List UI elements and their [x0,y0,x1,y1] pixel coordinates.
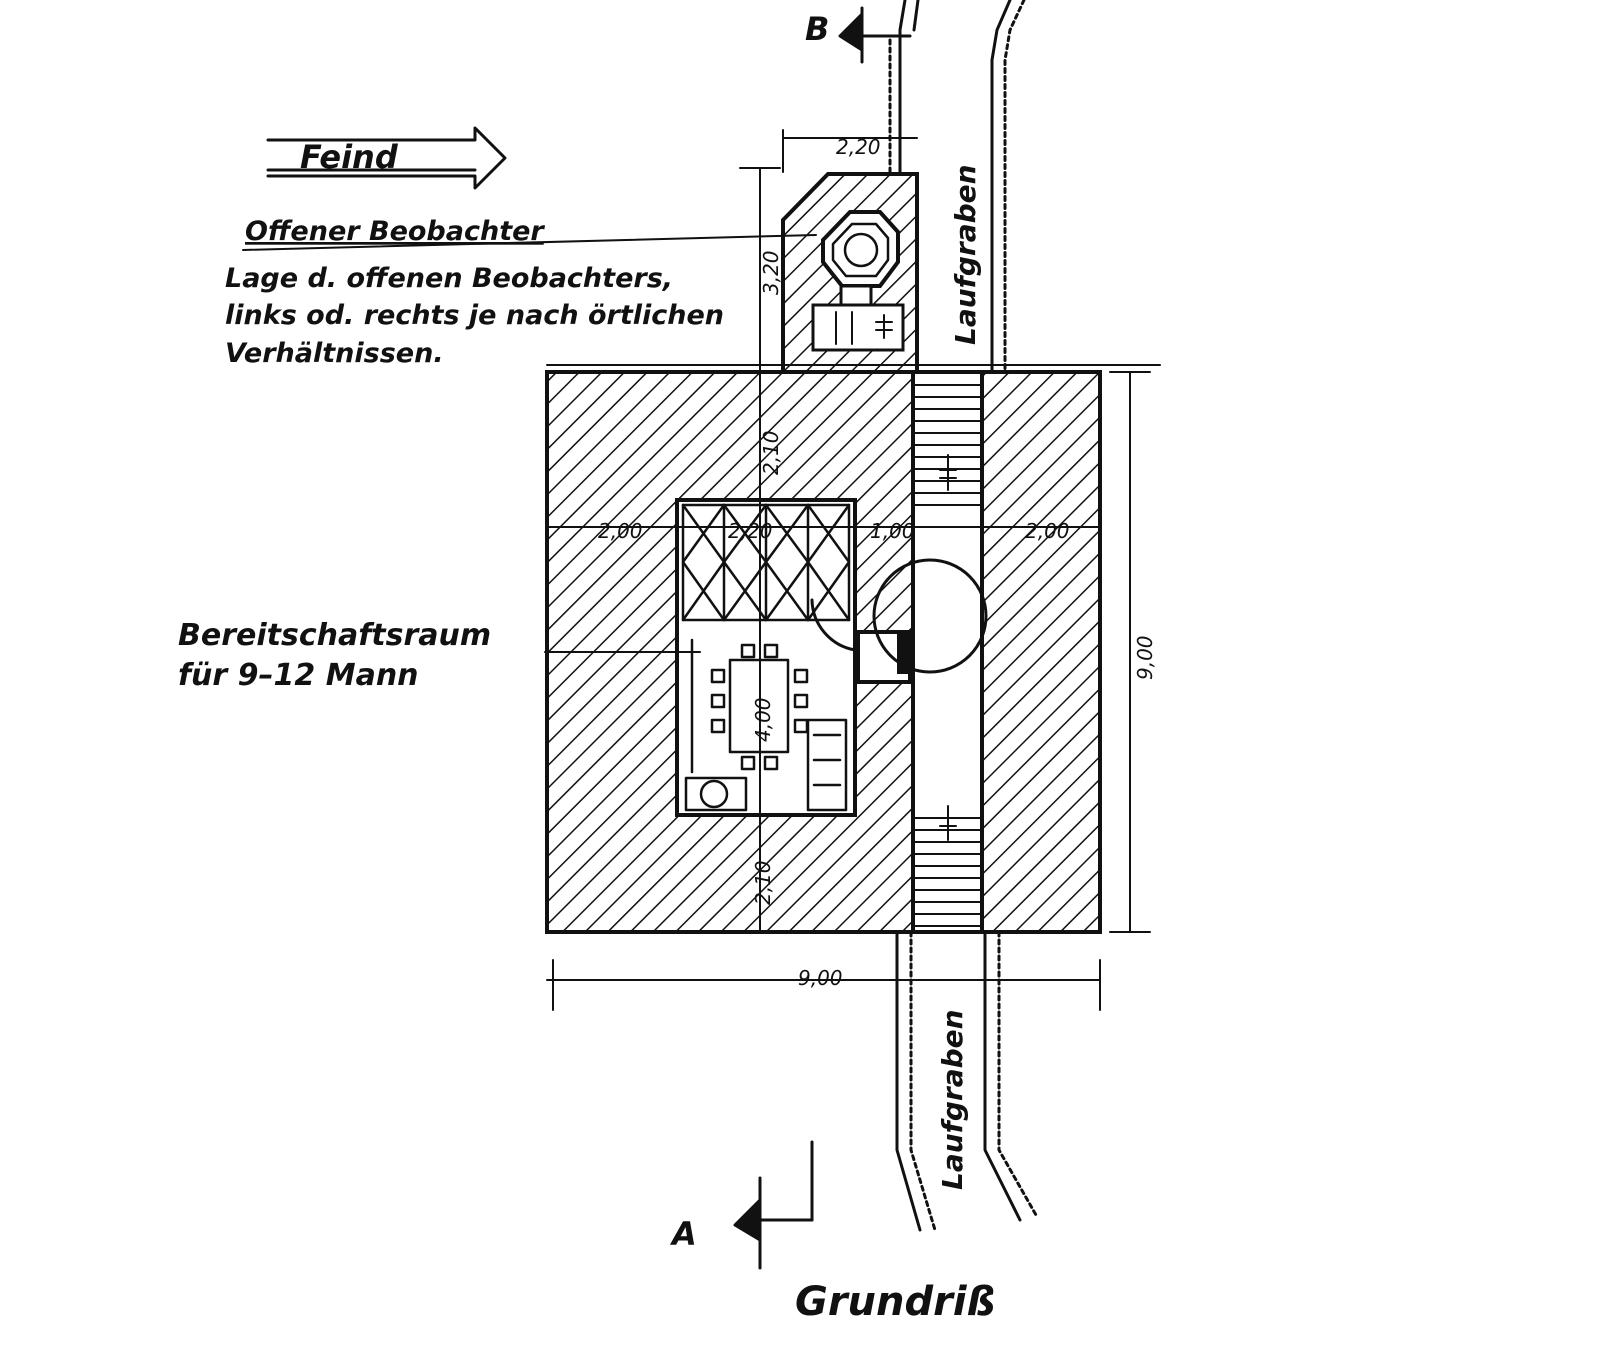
dimension-lines [242,129,1161,1011]
dim-wall-left: 2,00 [598,519,643,543]
plan-caption: Grundriß [795,1279,995,1325]
section-label-a: A [669,1215,697,1253]
stove [684,776,748,812]
section-label-b: B [805,10,829,48]
enemy-label: Feind [300,138,399,176]
section-marker-a [733,1140,814,1270]
stairs-bottom [912,805,983,927]
ready-room-label-line-1: Bereitschaftsraum [178,618,491,653]
bunks [681,503,851,622]
dim-room-depth: 4,00 [751,697,775,742]
dim-observer-height: 3,20 [759,250,783,295]
dim-wall-right: 2,00 [1025,519,1070,543]
section-marker-b [838,6,912,64]
observer-note-line-3: Verhältnissen. [225,338,444,369]
ready-room-label-line-2: für 9–12 Mann [178,658,419,693]
dim-room-width: 2,20 [728,519,773,543]
trench-bottom [895,930,1038,1232]
ready-room [675,498,857,817]
observer-title: Offener Beobachter [245,216,545,247]
dim-observer-width: 2,20 [836,135,881,159]
dim-total-height: 9,00 [1133,635,1157,680]
trench-label-bottom: Laufgraben [936,1009,969,1190]
stairs-top [912,384,983,506]
observer-note-line-2: links od. rechts je nach örtlichen [225,300,724,331]
dim-corridor-width: 1,00 [870,519,915,543]
dim-total-width: 9,00 [798,966,843,990]
dim-wall-bottom: 2,10 [751,860,775,905]
dim-wall-top: 2,10 [759,430,783,475]
observer-note-line-1: Lage d. offenen Beobachters, [225,263,673,294]
gas-lock [810,558,988,684]
observer-post [781,172,919,374]
trench-label-top: Laufgraben [949,164,982,345]
trench-top [888,0,1026,374]
cabinet [806,718,848,812]
enemy-arrow [266,126,507,190]
